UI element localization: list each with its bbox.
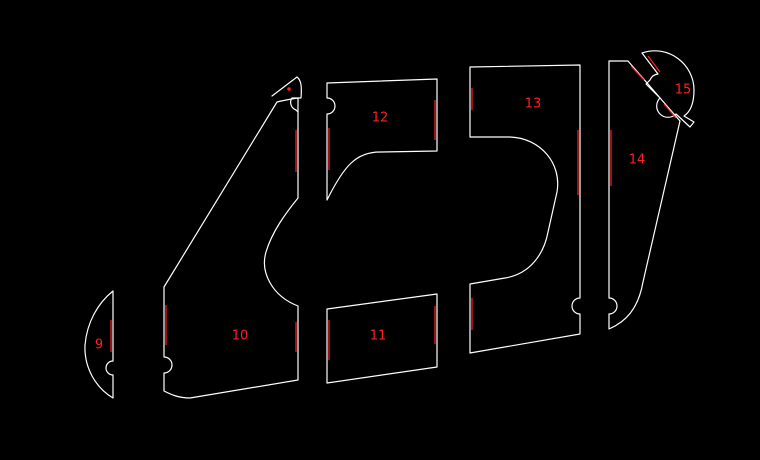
part-10-outline — [163, 97, 299, 399]
part-15-edge-mark-lower — [663, 103, 677, 119]
part-13[interactable]: 13 — [469, 64, 581, 354]
part-10[interactable]: 10 — [163, 97, 299, 399]
part-11[interactable]: 11 — [326, 293, 438, 384]
part-15-label: 15 — [675, 83, 692, 98]
part-12-outline — [326, 78, 438, 201]
part-12-label: 12 — [372, 111, 389, 126]
part-15-edge-mark-upper-2 — [647, 55, 661, 73]
part-15[interactable]: 15 — [630, 50, 695, 128]
part-12[interactable]: 12 — [326, 78, 438, 201]
part-15-edge-mark-upper — [630, 65, 645, 81]
part-9-outline — [84, 290, 114, 399]
part-13-label: 13 — [525, 97, 542, 112]
part-11-outline — [326, 293, 438, 384]
part-14[interactable]: 14 — [608, 60, 681, 330]
part-14-label: 14 — [629, 153, 646, 168]
part-11-label: 11 — [370, 329, 387, 344]
part-9[interactable]: 9 — [84, 290, 114, 399]
part-13-outline — [469, 64, 581, 354]
part-10-label: 10 — [232, 329, 249, 344]
part-9-label: 9 — [95, 338, 103, 353]
part-10-tab-outline — [271, 76, 302, 113]
part-14-outline — [608, 60, 681, 330]
part-15-outline — [641, 50, 695, 128]
part-10-tab[interactable] — [271, 76, 302, 113]
part-10-tab-marker — [287, 87, 291, 91]
